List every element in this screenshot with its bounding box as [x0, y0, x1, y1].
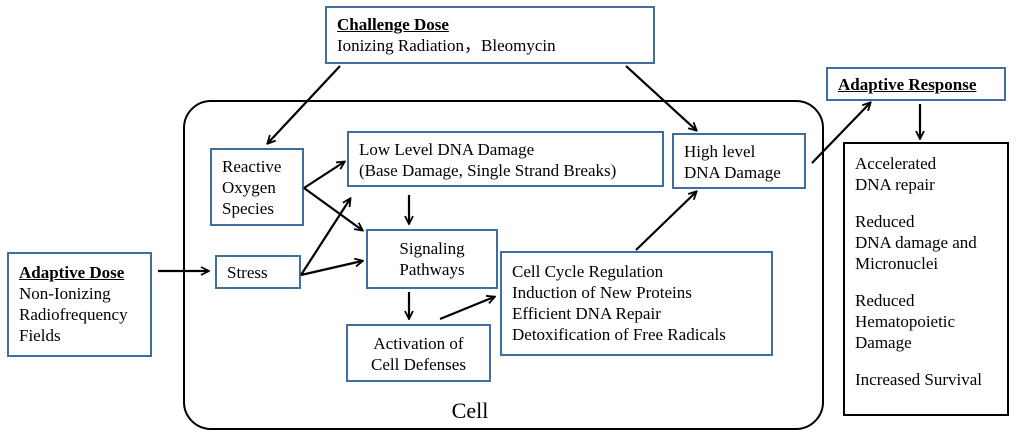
high-level-dna-damage-box: High level DNA Damage	[672, 133, 806, 189]
arrow-challenge-to-high-damage	[625, 65, 696, 130]
high-damage-line-1: High level	[684, 142, 756, 161]
low-damage-line-2: (Base Damage, Single Strand Breaks)	[359, 161, 617, 180]
adaptive-response-title: Adaptive Response	[838, 75, 977, 94]
stress-label: Stress	[227, 263, 268, 282]
adaptive-dose-line-3: Fields	[19, 326, 61, 345]
outcome-1-line-1: Accelerated	[855, 154, 937, 173]
ros-line-1: Reactive	[222, 157, 282, 176]
adaptive-response-box: Adaptive Response	[826, 67, 1006, 101]
signaling-line-1: Signaling	[399, 239, 465, 258]
ros-line-3: Species	[222, 199, 274, 218]
arrow-cell-cycle-to-high-damage	[635, 192, 696, 251]
cell-cycle-line-2: Induction of New Proteins	[512, 283, 692, 302]
outcome-4-line-1: Increased Survival	[855, 370, 982, 389]
cell-cycle-line-4: Detoxification of Free Radicals	[512, 325, 726, 344]
outcome-3-line-3: Damage	[855, 333, 912, 352]
outcome-item: Reduced Hematopoietic Damage	[855, 290, 997, 353]
challenge-dose-box: Challenge Dose Ionizing Radiation，Bleomy…	[325, 6, 655, 64]
challenge-dose-title: Challenge Dose	[337, 15, 449, 34]
high-damage-line-2: DNA Damage	[684, 163, 781, 182]
ros-line-2: Oxygen	[222, 178, 276, 197]
low-damage-line-1: Low Level DNA Damage	[359, 140, 535, 159]
cell-boundary	[183, 100, 824, 430]
arrow-high-damage-to-adaptive-response	[811, 103, 870, 164]
cell-cycle-line-1: Cell Cycle Regulation	[512, 262, 664, 281]
low-level-dna-damage-box: Low Level DNA Damage (Base Damage, Singl…	[347, 131, 664, 187]
outcome-item: Increased Survival	[855, 369, 997, 390]
outcome-item: Accelerated DNA repair	[855, 153, 997, 195]
arrow-stress-to-low-damage	[300, 199, 350, 276]
challenge-dose-detail: Ionizing Radiation，Bleomycin	[337, 36, 556, 55]
adaptive-dose-title: Adaptive Dose	[19, 263, 125, 282]
adaptive-dose-line-2: Radiofrequency	[19, 305, 128, 324]
outcome-3-line-1: Reduced	[855, 291, 915, 310]
outcome-2-line-2: DNA damage and	[855, 233, 977, 252]
adaptive-dose-line-1: Non-Ionizing	[19, 284, 111, 303]
arrow-challenge-to-ros	[268, 65, 341, 143]
signaling-line-2: Pathways	[399, 260, 465, 279]
outcome-2-line-3: Micronuclei	[855, 254, 939, 273]
arrow-activation-to-cell-cycle	[439, 297, 494, 321]
activation-line-2: Cell Defenses	[371, 355, 466, 374]
stress-box: Stress	[215, 255, 301, 289]
ros-box: Reactive Oxygen Species	[210, 148, 304, 226]
activation-line-1: Activation of	[373, 334, 464, 353]
arrow-stress-to-signaling	[300, 261, 362, 277]
outcome-3-line-2: Hematopoietic	[855, 312, 956, 331]
outcomes-box: Accelerated DNA repair Reduced DNA damag…	[843, 142, 1009, 416]
outcome-item: Reduced DNA damage and Micronuclei	[855, 211, 997, 274]
cell-cycle-line-3: Efficient DNA Repair	[512, 304, 661, 323]
cell-label: Cell	[451, 398, 489, 423]
outcome-2-line-1: Reduced	[855, 212, 915, 231]
signaling-pathways-box: Signaling Pathways	[366, 229, 498, 289]
arrow-ros-to-signaling	[303, 187, 362, 230]
activation-box: Activation of Cell Defenses	[346, 324, 491, 382]
adaptive-dose-box: Adaptive Dose Non-Ionizing Radiofrequenc…	[7, 252, 152, 357]
arrow-ros-to-low-damage	[303, 162, 344, 189]
outcome-1-line-2: DNA repair	[855, 175, 935, 194]
cell-cycle-box: Cell Cycle Regulation Induction of New P…	[500, 251, 773, 356]
